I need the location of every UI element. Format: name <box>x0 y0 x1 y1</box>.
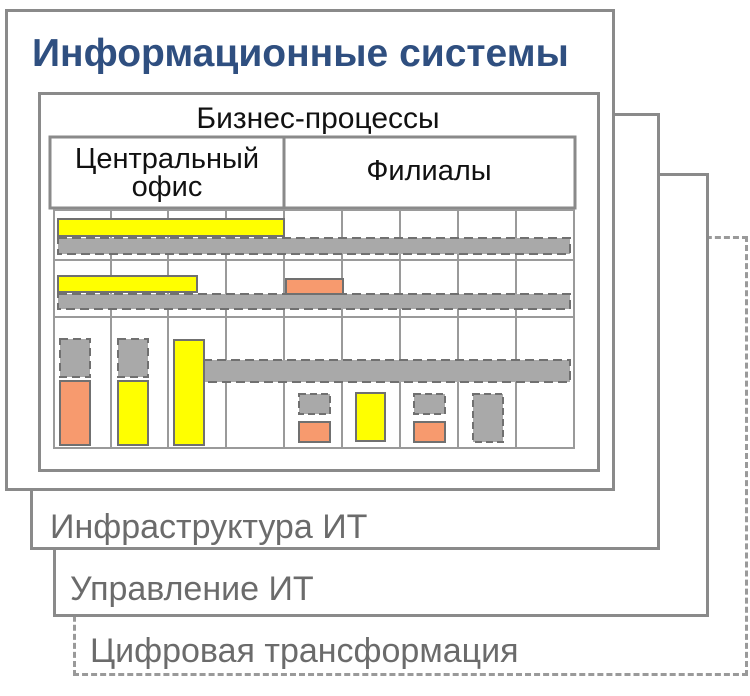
central-system-bar-row1 <box>57 218 285 237</box>
layer-label-digital-transformation: Цифровая трансформация <box>90 632 519 670</box>
central-col1-orange <box>59 380 91 446</box>
header-central-office-line1: Центральный <box>75 143 259 175</box>
branch-system-bar-row2 <box>285 278 344 295</box>
branch-col3-gray <box>413 393 446 415</box>
branch-col4-gray <box>472 393 504 443</box>
layer-label-it-infrastructure: Инфраструктура ИТ <box>50 508 368 546</box>
process-matrix: Центральный офис Филиалы <box>48 135 577 449</box>
central-col3-yellow <box>173 339 205 446</box>
layer-information-systems: Информационные системы Бизнес-процессы Ц… <box>5 9 615 491</box>
information-systems-title: Информационные системы <box>32 32 569 75</box>
branch-col2-yellow <box>355 392 386 442</box>
central-col2-yellow <box>117 380 149 446</box>
header-central-office-line2: офис <box>132 171 203 203</box>
shared-system-bar-row1 <box>57 237 571 255</box>
header-central-office-cell <box>48 135 286 210</box>
central-system-bar-row2 <box>57 275 198 293</box>
business-processes-title: Бизнес-процессы <box>196 102 440 135</box>
shared-system-bar-row2 <box>57 293 571 310</box>
shared-system-bar-row3 <box>202 359 571 383</box>
header-branches-cell <box>282 135 577 210</box>
branch-col1-orange <box>298 421 331 443</box>
central-col1-gray <box>59 338 91 378</box>
branch-col1-gray <box>298 393 331 415</box>
layer-label-it-management: Управление ИТ <box>70 570 314 608</box>
branch-col3-orange <box>413 421 446 443</box>
header-branches: Филиалы <box>366 155 491 187</box>
central-col2-gray <box>117 338 149 378</box>
